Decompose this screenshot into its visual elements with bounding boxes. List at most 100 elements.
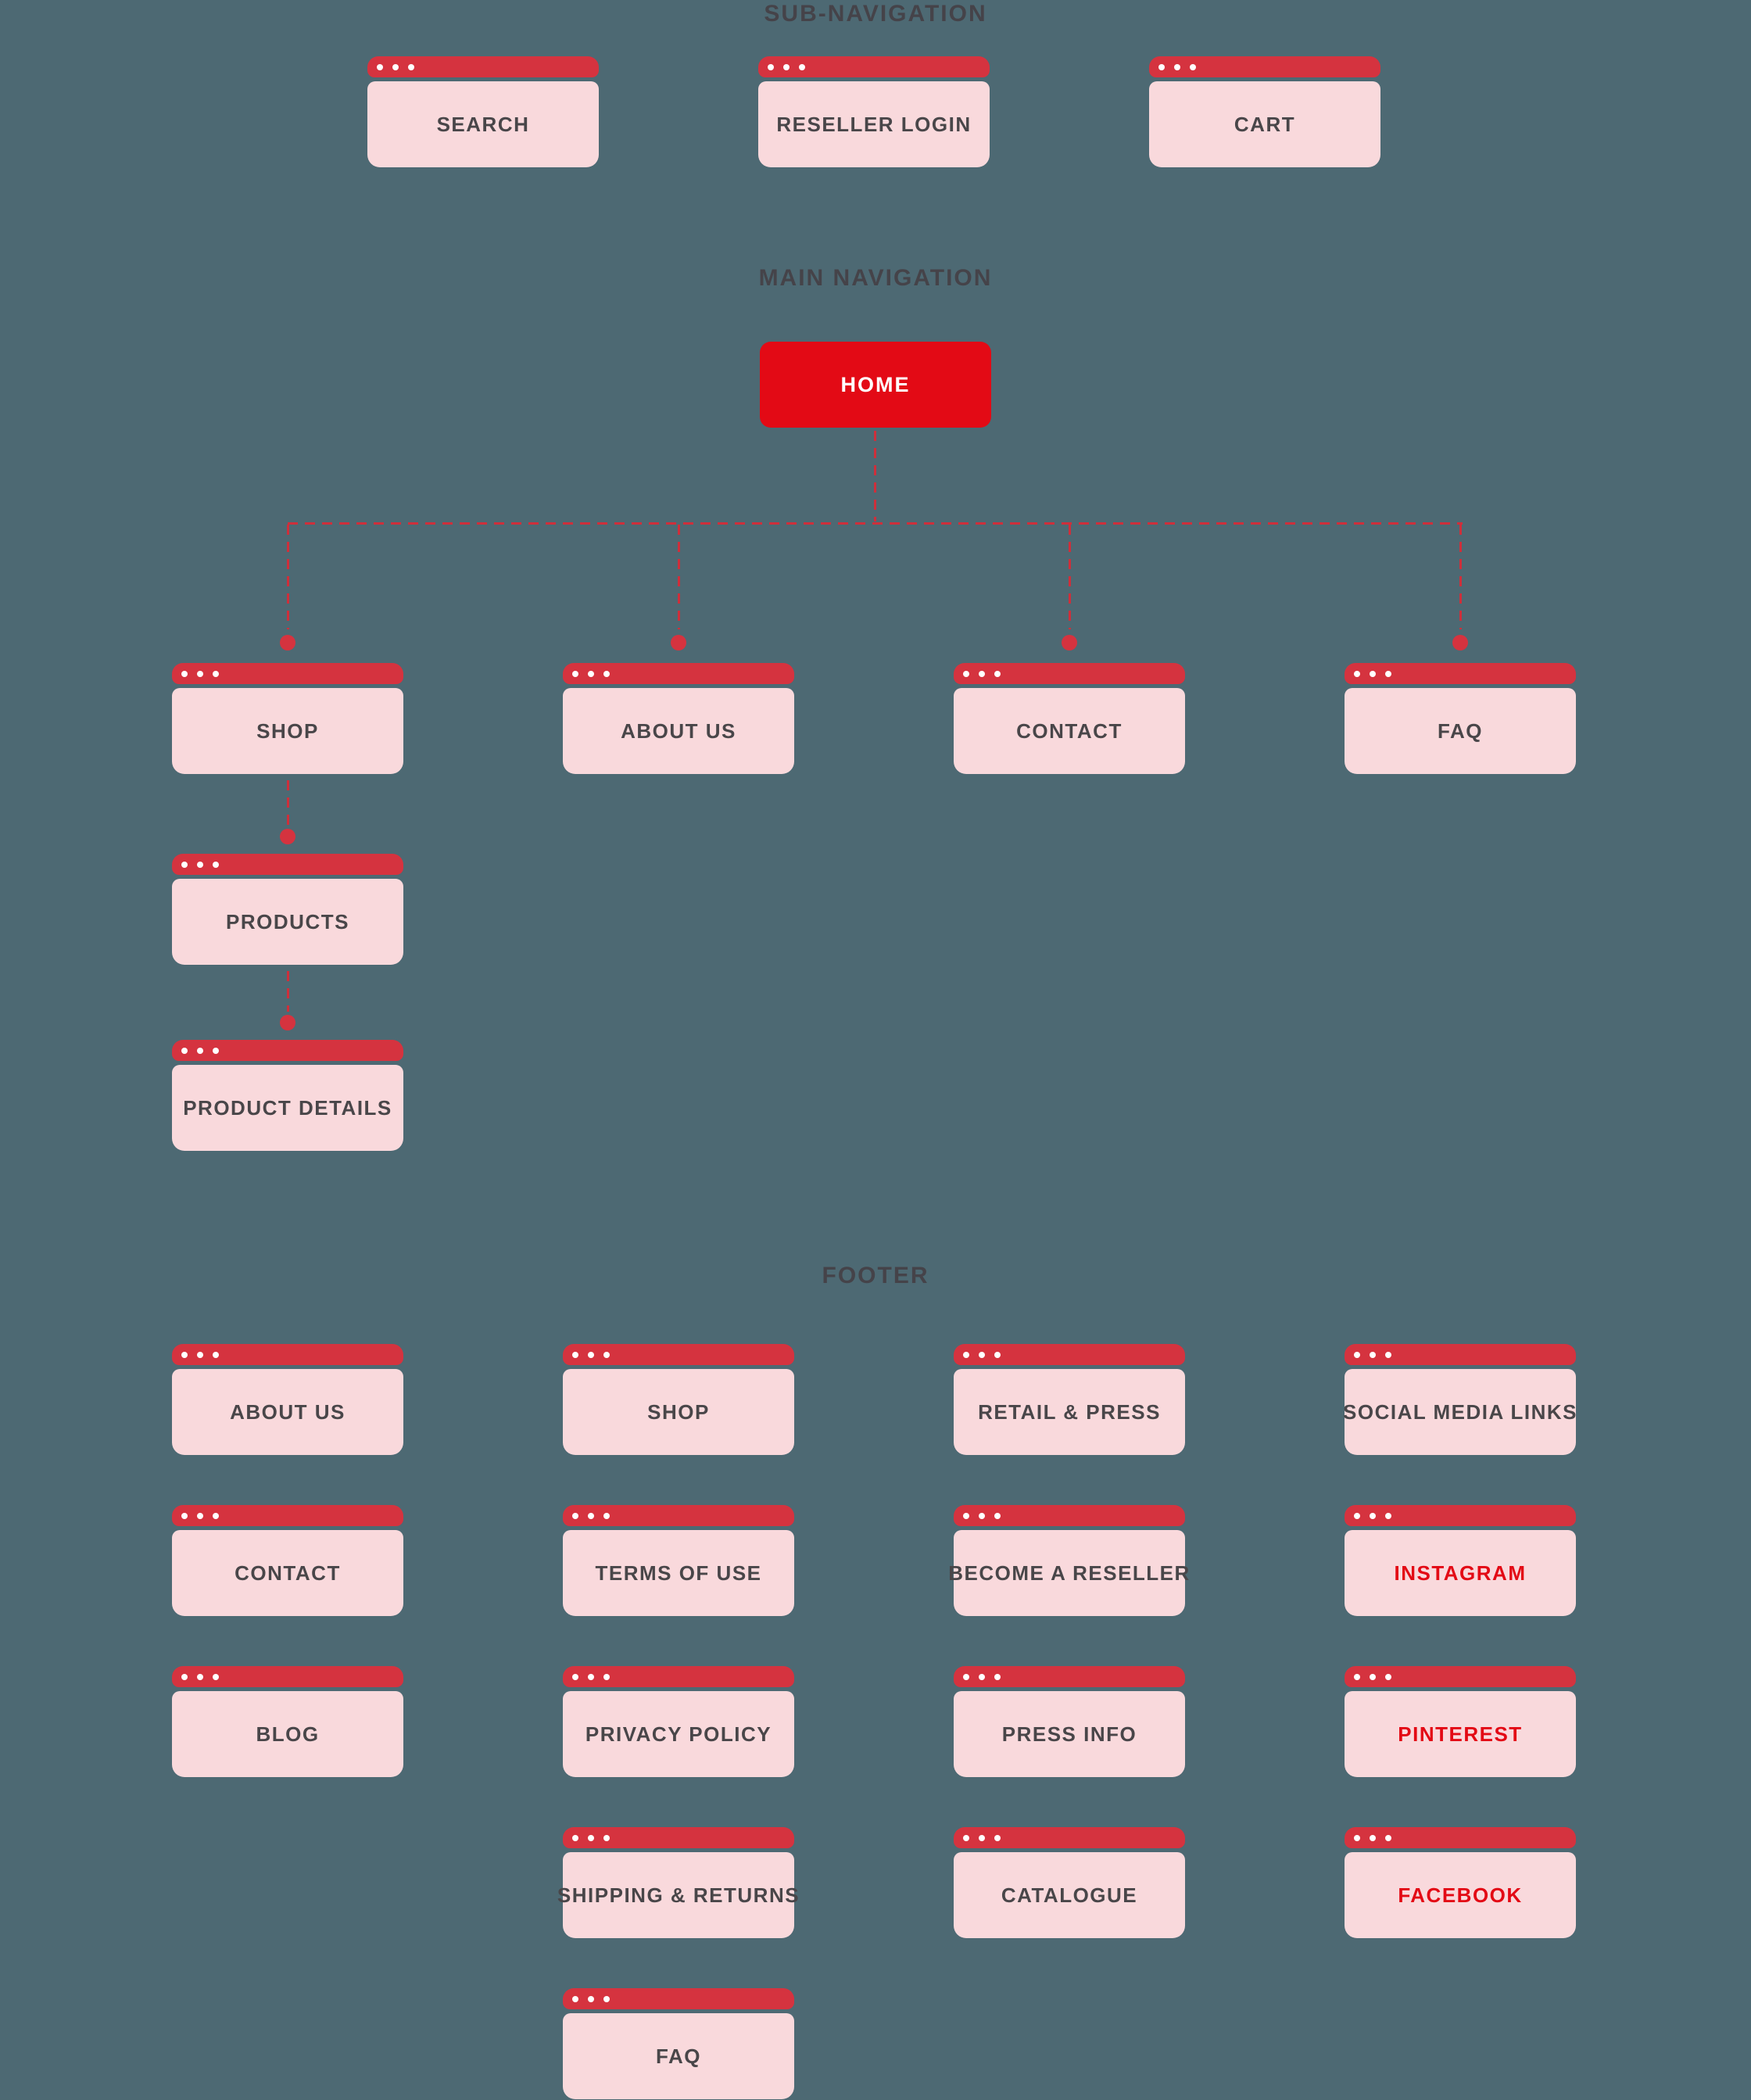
card-body: RESELLER LOGIN [758, 81, 990, 167]
card-body: INSTAGRAM [1345, 1530, 1576, 1616]
window-dot-icon [1370, 1834, 1376, 1841]
browser-titlebar [563, 1505, 794, 1526]
card-faq[interactable]: FAQ [1345, 663, 1576, 774]
window-dot-icon [213, 861, 219, 868]
card-footer-faq[interactable]: FAQ [563, 1988, 794, 2099]
window-dot-icon [588, 670, 594, 677]
window-dot-icon [197, 1047, 203, 1054]
card-shop[interactable]: SHOP [172, 663, 403, 774]
card-contact[interactable]: CONTACT [954, 663, 1185, 774]
card-label: ABOUT US [621, 719, 736, 743]
card-become-a-reseller[interactable]: BECOME A RESELLER [948, 1505, 1189, 1616]
window-dot-icon [1354, 1834, 1360, 1841]
card-body: BECOME A RESELLER [948, 1530, 1189, 1616]
browser-titlebar [172, 663, 403, 684]
home-label: HOME [840, 372, 911, 396]
window-dot-icon [799, 63, 805, 70]
card-terms-of-use[interactable]: TERMS OF USE [563, 1505, 794, 1616]
window-dot-icon [963, 1351, 969, 1358]
window-dot-icon [1354, 1351, 1360, 1358]
card-reseller-login[interactable]: RESELLER LOGIN [758, 56, 990, 167]
card-label: CART [1234, 112, 1296, 136]
card-body: FAQ [1345, 688, 1576, 774]
card-instagram[interactable]: INSTAGRAM [1345, 1505, 1576, 1616]
card-footer-contact[interactable]: CONTACT [172, 1505, 403, 1616]
card-label: CONTACT [235, 1561, 341, 1585]
card-blog[interactable]: BLOG [172, 1666, 403, 1777]
window-dot-icon [603, 670, 610, 677]
window-dot-icon [603, 1995, 610, 2002]
card-privacy-policy[interactable]: PRIVACY POLICY [563, 1666, 794, 1777]
node-dot-products [280, 829, 295, 844]
card-label: PRESS INFO [1001, 1722, 1137, 1746]
window-dot-icon [1190, 63, 1196, 70]
window-dot-icon [768, 63, 774, 70]
card-body: PINTEREST [1345, 1691, 1576, 1777]
browser-titlebar [172, 1505, 403, 1526]
card-products[interactable]: PRODUCTS [172, 854, 403, 965]
card-body: ABOUT US [563, 688, 794, 774]
card-body: SHIPPING & RETURNS [557, 1852, 799, 1938]
card-cart[interactable]: CART [1149, 56, 1380, 167]
browser-titlebar [954, 1344, 1185, 1365]
window-dot-icon [588, 1351, 594, 1358]
card-label: SEARCH [436, 112, 530, 136]
card-catalogue[interactable]: CATALOGUE [954, 1827, 1185, 1938]
card-footer-about-us[interactable]: ABOUT US [172, 1344, 403, 1455]
node-dot-faq [1452, 635, 1468, 650]
card-social-media-links[interactable]: SOCIAL MEDIA LINKS [1343, 1344, 1577, 1455]
browser-titlebar [172, 1040, 403, 1061]
card-body: CONTACT [954, 688, 1185, 774]
window-dot-icon [213, 1047, 219, 1054]
window-dot-icon [783, 63, 790, 70]
window-dot-icon [1354, 1673, 1360, 1680]
card-product-details[interactable]: PRODUCT DETAILS [172, 1040, 403, 1151]
window-dot-icon [1354, 1512, 1360, 1519]
connector-stem-products [287, 780, 289, 826]
card-footer-shop[interactable]: SHOP [563, 1344, 794, 1455]
window-dot-icon [181, 1512, 188, 1519]
card-label: TERMS OF USE [595, 1561, 762, 1585]
card-shipping-returns[interactable]: SHIPPING & RETURNS [557, 1827, 799, 1938]
browser-titlebar [563, 1988, 794, 2009]
window-dot-icon [1354, 670, 1360, 677]
card-label: BLOG [256, 1722, 320, 1746]
browser-titlebar [1345, 663, 1576, 684]
window-dot-icon [994, 1351, 1001, 1358]
card-body: FACEBOOK [1345, 1852, 1576, 1938]
card-retail-press[interactable]: RETAIL & PRESS [954, 1344, 1185, 1455]
card-body: PRODUCT DETAILS [172, 1065, 403, 1151]
window-dot-icon [979, 670, 985, 677]
card-label: INSTAGRAM [1394, 1561, 1527, 1585]
window-dot-icon [979, 1512, 985, 1519]
window-dot-icon [603, 1673, 610, 1680]
card-label: FAQ [1438, 719, 1483, 743]
card-body: BLOG [172, 1691, 403, 1777]
window-dot-icon [1174, 63, 1180, 70]
window-dot-icon [588, 1673, 594, 1680]
card-label: PRODUCT DETAILS [183, 1095, 392, 1120]
browser-titlebar [172, 1344, 403, 1365]
home-node[interactable]: HOME [760, 342, 991, 428]
connector-stem-shop [287, 525, 289, 629]
connector-children-rail [288, 522, 1463, 525]
card-label: RESELLER LOGIN [776, 112, 972, 136]
card-pinterest[interactable]: PINTEREST [1345, 1666, 1576, 1777]
card-about-us[interactable]: ABOUT US [563, 663, 794, 774]
window-dot-icon [1370, 670, 1376, 677]
window-dot-icon [1158, 63, 1165, 70]
connector-stem-faq [1459, 525, 1462, 629]
window-dot-icon [197, 1512, 203, 1519]
card-search[interactable]: SEARCH [367, 56, 599, 167]
window-dot-icon [377, 63, 383, 70]
window-dot-icon [1370, 1512, 1376, 1519]
browser-titlebar [954, 1505, 1185, 1526]
footer-title: FOOTER [822, 1263, 929, 1288]
card-press-info[interactable]: PRESS INFO [954, 1666, 1185, 1777]
browser-titlebar [172, 1666, 403, 1687]
window-dot-icon [588, 1834, 594, 1841]
browser-titlebar [954, 1827, 1185, 1848]
card-facebook[interactable]: FACEBOOK [1345, 1827, 1576, 1938]
card-body: ABOUT US [172, 1369, 403, 1455]
